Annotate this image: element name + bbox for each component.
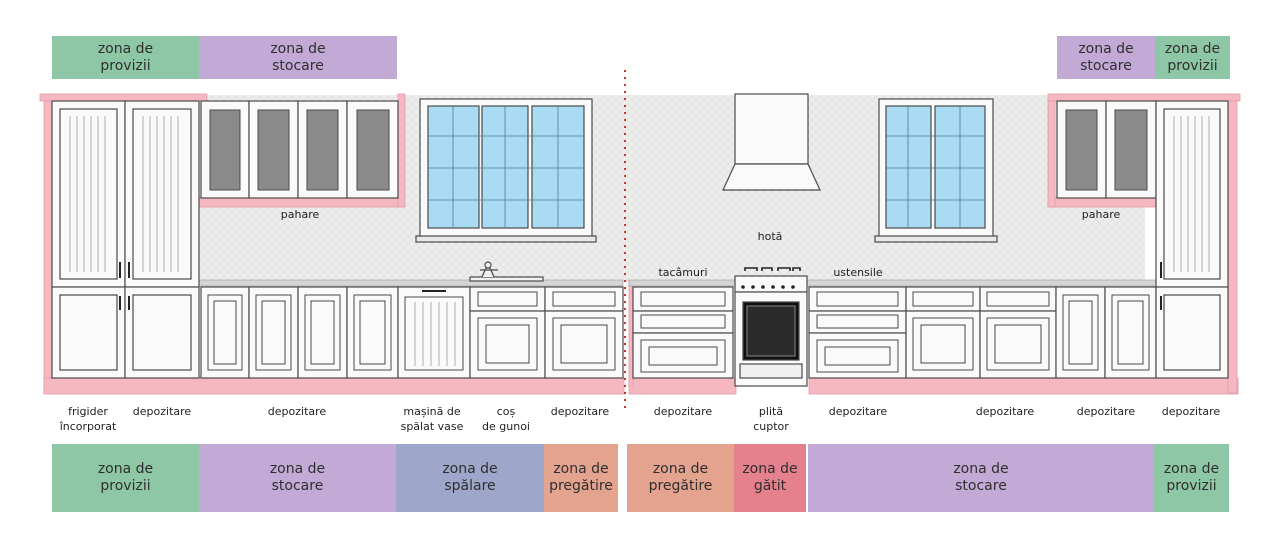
label-depozitare-3: depozitare	[550, 405, 610, 418]
window-left	[415, 98, 597, 243]
tall-pantry-right	[1155, 100, 1229, 379]
label-pahare-right: pahare	[1081, 208, 1121, 221]
countertop-left	[198, 279, 624, 287]
label-depozitare-5: depozitare	[828, 405, 888, 418]
bottom-zone-provizii-right: zona de provizii	[1154, 444, 1229, 512]
label-masina: mașină de spălat vase	[400, 405, 464, 433]
label-tacamuri: tacâmuri	[658, 266, 708, 279]
top-zone-provizii-right: zona de provizii	[1155, 36, 1230, 79]
countertop-right	[628, 279, 1158, 287]
label-pahare-left: pahare	[280, 208, 320, 221]
bottom-zone-pregatire-left: zona de pregătire	[544, 444, 618, 512]
label-depozitare-6: depozitare	[975, 405, 1035, 418]
bottom-zone-stocare-right: zona de stocare	[808, 444, 1154, 512]
label-depozitare-7: depozitare	[1076, 405, 1136, 418]
drawers-tacamuri	[632, 286, 734, 379]
stove	[734, 275, 808, 387]
label-depozitare-4: depozitare	[653, 405, 713, 418]
label-depozitare-1: depozitare	[132, 405, 192, 418]
bottom-zone-pregatire-right: zona de pregătire	[627, 444, 734, 512]
label-depozitare-8: depozitare	[1161, 405, 1221, 418]
label-ustensile: ustensile	[833, 266, 883, 279]
bottom-zone-spalare: zona de spălare	[396, 444, 544, 512]
top-zone-stocare-left: zona de stocare	[199, 36, 397, 79]
range-hood	[722, 93, 821, 191]
label-cos: coș de gunoi	[482, 405, 530, 433]
label-depozitare-2: depozitare	[267, 405, 327, 418]
tall-fridge	[51, 100, 126, 379]
window-right	[874, 98, 998, 243]
lower-cabinets-right	[808, 286, 1157, 379]
label-frigider: frigider încorporat	[59, 405, 117, 433]
top-zone-provizii-left: zona de provizii	[52, 36, 199, 79]
top-zone-stocare-right: zona de stocare	[1057, 36, 1155, 79]
lower-cabinets-left	[200, 286, 624, 379]
pink-frame	[39, 93, 1241, 395]
tall-pantry-left	[124, 100, 200, 379]
bottom-zone-stocare-left: zona de stocare	[199, 444, 396, 512]
bottom-zone-gatit: zona de gătit	[734, 444, 806, 512]
label-hota: hotă	[757, 230, 783, 243]
faucet	[469, 261, 544, 282]
label-plita: plită cuptor	[753, 405, 789, 433]
bottom-zone-provizii-left: zona de provizii	[52, 444, 199, 512]
